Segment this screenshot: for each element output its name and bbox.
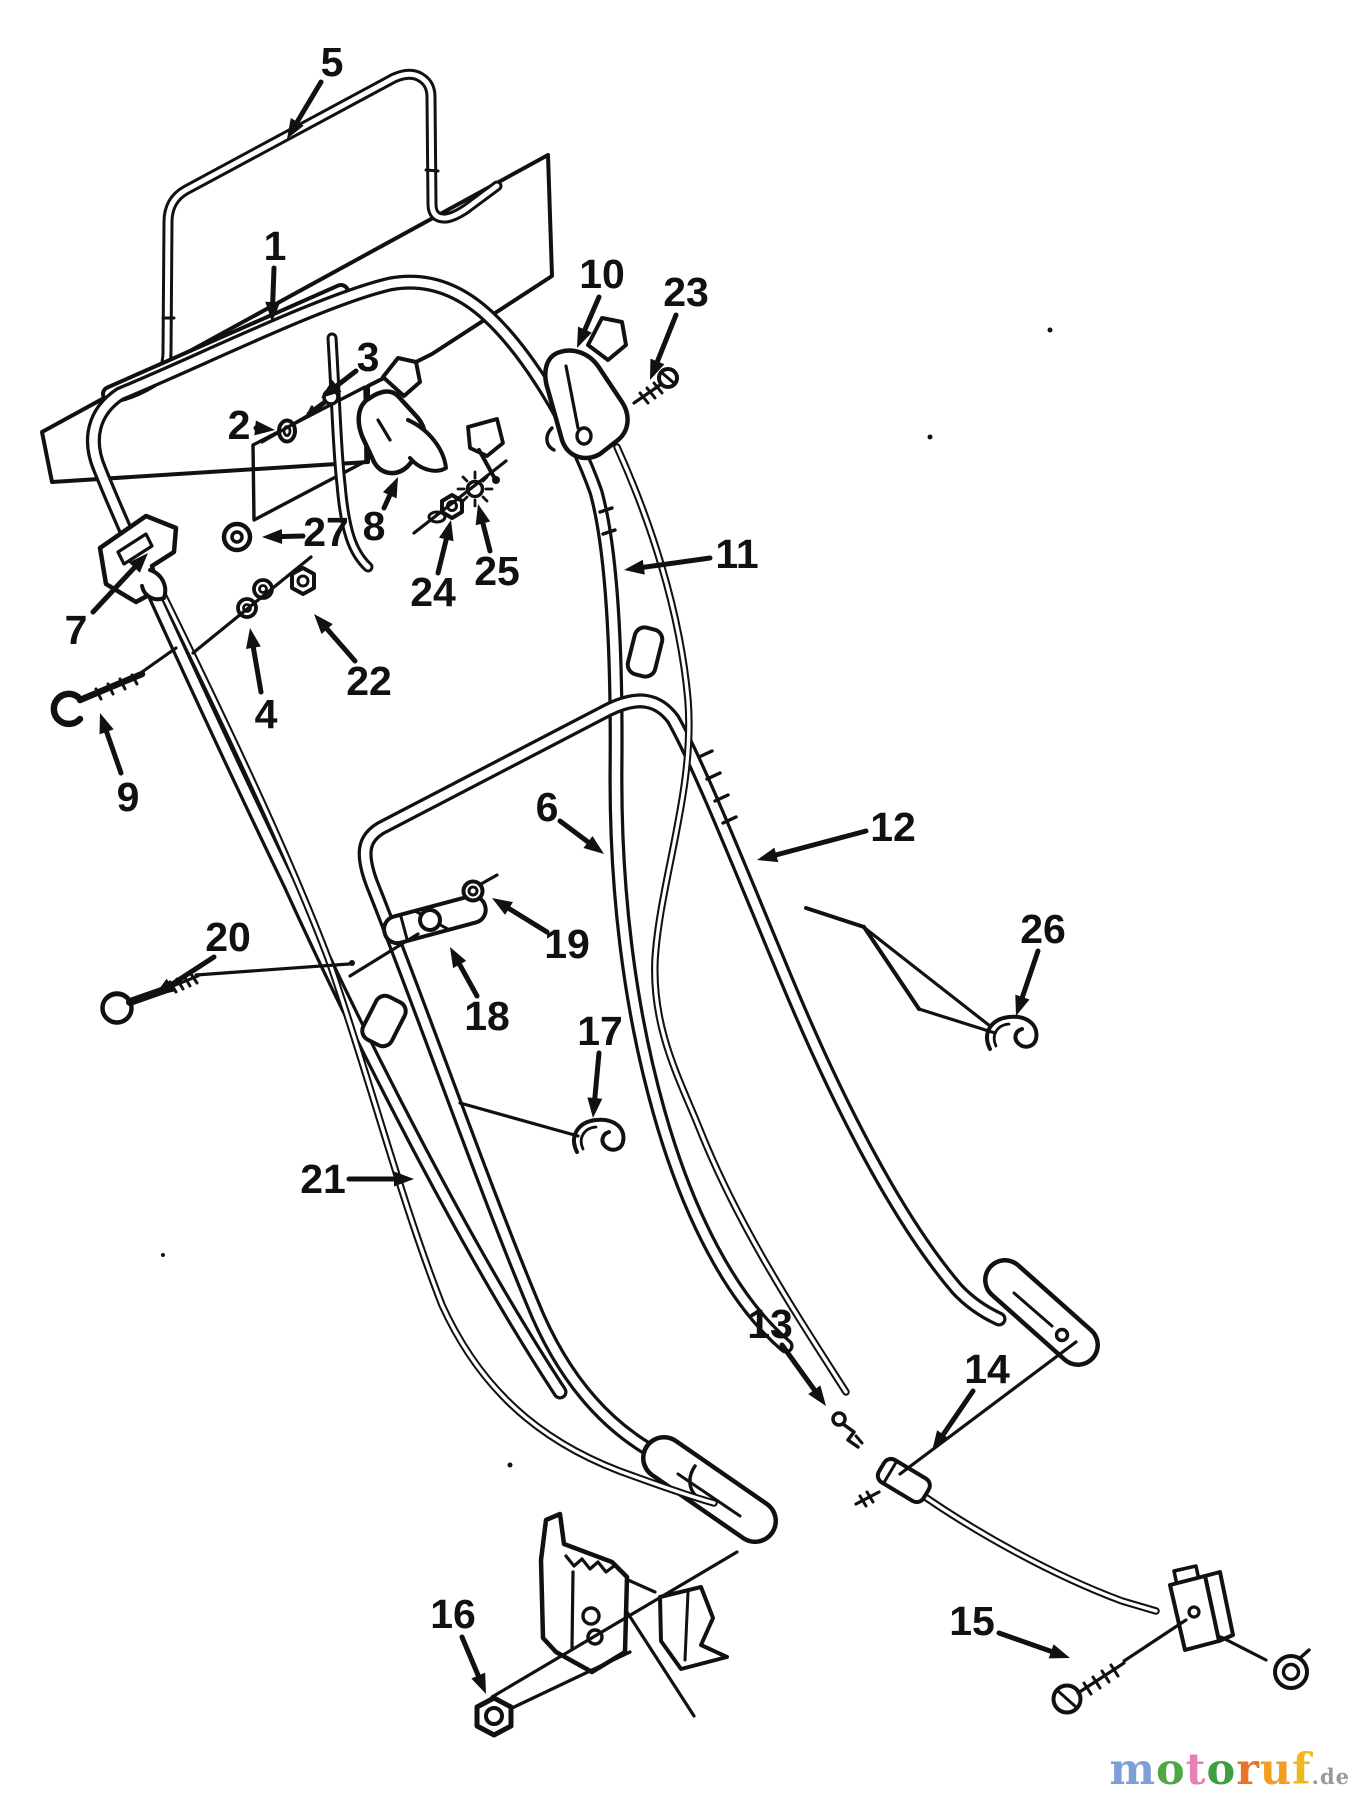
height-adjuster-bracket [538, 1511, 729, 1675]
watermark-letter: o [1206, 1745, 1237, 1795]
callout-12: 12 [757, 804, 916, 863]
callout-10: 10 [577, 251, 625, 348]
part-number-2: 2 [228, 402, 251, 448]
callout-3: 3 [321, 334, 379, 398]
watermark-motoruf: motoruf.de [1109, 1749, 1350, 1792]
part-number-25: 25 [474, 548, 520, 594]
part-number-15: 15 [949, 1598, 995, 1644]
callout-19: 19 [492, 898, 590, 967]
callout-20: 20 [154, 914, 251, 996]
callout-21: 21 [300, 1156, 414, 1202]
cable-z-fitting-13 [831, 1411, 864, 1449]
cable-clip-17 [572, 1117, 626, 1154]
callout-15: 15 [949, 1598, 1070, 1659]
callout-2: 2 [228, 402, 275, 448]
part-number-21: 21 [300, 1156, 346, 1202]
part-number-13: 13 [747, 1301, 793, 1347]
assembly-axis-lines [140, 414, 1268, 1718]
callout-16: 16 [430, 1591, 486, 1694]
callout-27: 27 [262, 509, 349, 555]
eye-bolt [50, 670, 146, 728]
callout-13: 13 [747, 1301, 826, 1406]
tube-pad [360, 993, 408, 1049]
callout-4: 4 [245, 628, 278, 737]
backing-panel [40, 153, 554, 522]
cam-lever [382, 893, 488, 946]
part-number-12: 12 [870, 804, 916, 850]
upper-handle-tube [85, 274, 794, 1400]
watermark-suffix: .de [1311, 1764, 1350, 1789]
callout-18: 18 [450, 947, 510, 1039]
cam-bracket-centre [356, 356, 448, 476]
callout-22: 22 [314, 614, 392, 704]
part-number-23: 23 [663, 269, 709, 315]
handle-flat-end-right [983, 1258, 1100, 1367]
watermark-letter: f [1292, 1745, 1312, 1795]
callout-23: 23 [650, 269, 709, 380]
part-number-11: 11 [715, 531, 758, 577]
callout-17: 17 [577, 1008, 623, 1118]
rod-guide-flag [466, 417, 505, 484]
bolt-20 [100, 972, 200, 1025]
deflector-band [804, 906, 997, 1035]
part-number-3: 3 [357, 334, 380, 380]
washer-27 [221, 521, 253, 553]
callout-24: 24 [410, 520, 456, 615]
handle-flat-end-left [641, 1435, 778, 1544]
nut-22 [290, 566, 316, 596]
tube-pad [625, 625, 665, 679]
callout-9: 9 [99, 713, 140, 820]
part-number-10: 10 [579, 251, 625, 297]
part-number-9: 9 [117, 774, 140, 820]
callout-7: 7 [65, 553, 148, 653]
part-number-16: 16 [430, 1591, 476, 1637]
bolt-23 [632, 367, 679, 405]
part-number-19: 19 [544, 921, 590, 967]
callout-8: 8 [363, 477, 398, 549]
part-number-18: 18 [464, 993, 510, 1039]
part-number-8: 8 [363, 503, 386, 549]
cam-bracket-right [543, 316, 630, 461]
control-cable-left [146, 564, 718, 1507]
part-number-20: 20 [205, 914, 251, 960]
part-number-17: 17 [577, 1008, 623, 1054]
control-cable-right [613, 443, 1160, 1615]
part-number-6: 6 [536, 784, 559, 830]
callout-25: 25 [474, 504, 520, 594]
callout-6: 6 [536, 784, 604, 854]
flange-nut-19 [461, 873, 499, 903]
part-number-1: 1 [264, 223, 287, 269]
part-number-27: 27 [303, 509, 349, 555]
cable-adjuster-14 [854, 1456, 932, 1508]
watermark-letter: t [1185, 1745, 1207, 1795]
part-number-26: 26 [1020, 906, 1066, 952]
cable-clamp-bracket [1168, 1564, 1235, 1652]
part-number-5: 5 [321, 39, 344, 85]
watermark-letter: o [1155, 1745, 1186, 1795]
part-number-14: 14 [964, 1346, 1010, 1392]
watermark-letter: u [1259, 1745, 1293, 1795]
cable-end-grommet [1273, 1648, 1311, 1690]
watermark-letter: r [1236, 1745, 1260, 1795]
part-number-4: 4 [255, 691, 278, 737]
screw-15 [1051, 1661, 1126, 1715]
callout-26: 26 [1015, 906, 1066, 1016]
callout-11: 11 [624, 531, 759, 577]
callout-1: 1 [264, 223, 287, 322]
part-number-24: 24 [410, 569, 456, 615]
callout-14: 14 [932, 1346, 1010, 1451]
cable-clip-26 [985, 1014, 1039, 1051]
print-dots [161, 327, 1053, 1468]
part-number-7: 7 [65, 607, 88, 653]
callout-5: 5 [287, 39, 343, 139]
nut-16 [474, 1695, 514, 1738]
part-number-22: 22 [346, 658, 392, 704]
watermark-letter: m [1109, 1745, 1156, 1795]
lower-handle-tube [357, 693, 1007, 1457]
